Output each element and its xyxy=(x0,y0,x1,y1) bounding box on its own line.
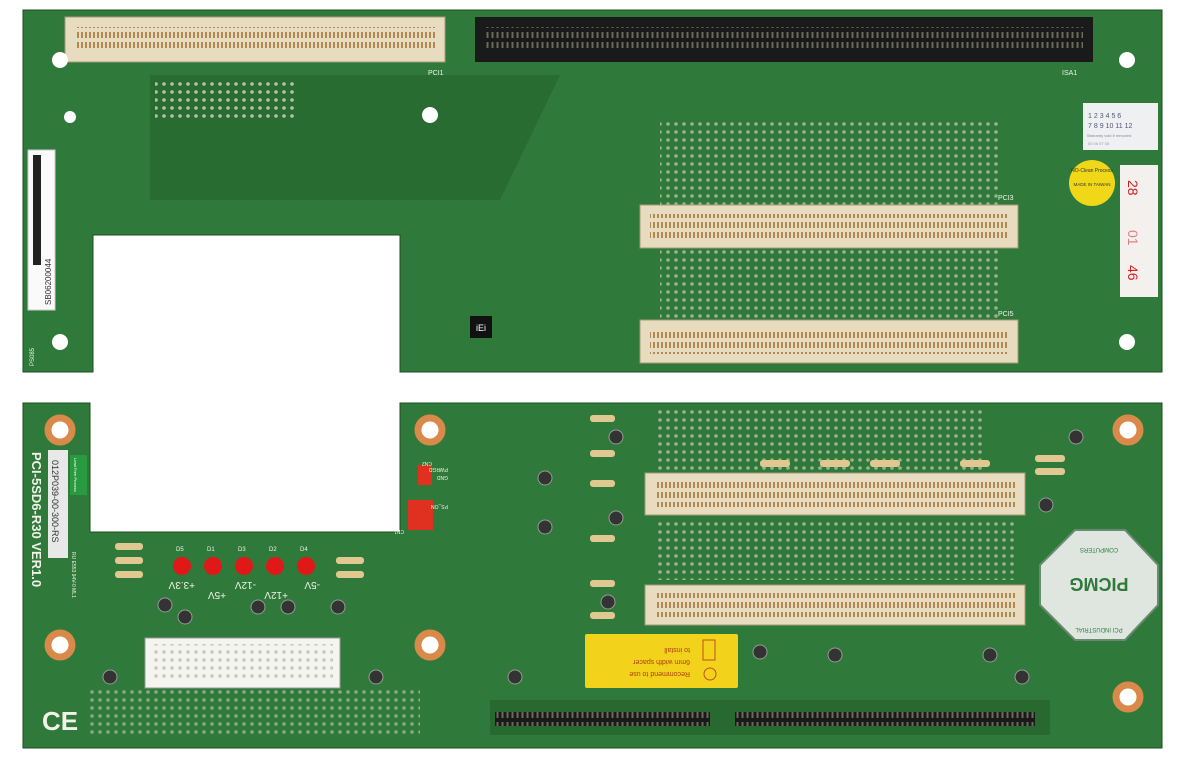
svg-text:D2: D2 xyxy=(269,547,277,553)
slot-label: PCI3 xyxy=(998,195,1014,202)
svg-text:D1: D1 xyxy=(207,547,215,553)
led-labels: D5 D1 D3 D2 D4 xyxy=(176,547,308,553)
mounting-hole xyxy=(52,52,1135,350)
voltage-labels: +3.3V +5V -12V +12V -5V xyxy=(168,579,320,600)
barcode-text: SB06200044 xyxy=(44,258,53,305)
svg-text:NO-Clean Process: NO-Clean Process xyxy=(1071,168,1113,174)
svg-text:012P039-00-300-RS: 012P039-00-300-RS xyxy=(50,460,60,543)
model-label: PCI-5SD6-R30 VER1.0 xyxy=(29,452,44,587)
svg-text:Recommend to use: Recommend to use xyxy=(629,670,690,677)
bottom-board: 012P039-00-300-RS Lead Free Process RU E… xyxy=(22,402,1163,749)
cn2-connector: CN2 PWRGD GND PS_ON xyxy=(418,460,448,509)
isa1-slot: ISA1 xyxy=(475,17,1093,77)
capacitors xyxy=(102,429,1084,685)
part-label: 012P039-00-300-RS Lead Free Process RU E… xyxy=(48,450,87,598)
picmg-logo: PICMG COMPUTERS PCI INDUSTRIAL xyxy=(1039,529,1159,641)
svg-text:Lead Free Process: Lead Free Process xyxy=(73,458,78,492)
svg-text:RU E553 94V-0 ML1: RU E553 94V-0 ML1 xyxy=(70,552,76,598)
svg-text:CN2: CN2 xyxy=(422,460,432,466)
barcode-sticker: SB06200044 xyxy=(27,149,56,311)
svg-text:1 2 3 4 5 6: 1 2 3 4 5 6 xyxy=(1088,113,1121,120)
svg-text:46: 46 xyxy=(1125,265,1141,281)
svg-text:iEi: iEi xyxy=(476,323,486,333)
svg-text:PWRGD: PWRGD xyxy=(428,466,448,472)
svg-text:D3: D3 xyxy=(238,547,246,553)
svg-text:28: 28 xyxy=(1125,180,1141,196)
svg-text:CN1: CN1 xyxy=(394,528,404,534)
led-row xyxy=(173,557,315,575)
pci-slot xyxy=(644,472,1026,516)
svg-text:01: 01 xyxy=(1125,230,1141,246)
svg-text:6mm width spacer: 6mm width spacer xyxy=(633,658,690,665)
pci-slot xyxy=(644,584,1026,626)
copper-mounting-hole xyxy=(44,414,1144,713)
slot-label: PCI5 xyxy=(998,311,1014,318)
svg-text:PS_ON: PS_ON xyxy=(431,503,448,509)
svg-text:COMPUTERS: COMPUTERS xyxy=(1080,546,1118,552)
svg-text:PICMG: PICMG xyxy=(1069,574,1128,594)
svg-text:+3.3V: +3.3V xyxy=(168,579,195,590)
cn1-connector: CN1 xyxy=(394,500,433,534)
resistors xyxy=(115,415,1065,619)
svg-text:-12V: -12V xyxy=(235,579,256,590)
svg-text:GND: GND xyxy=(437,474,449,480)
corner-label: PS085 xyxy=(30,347,36,366)
pci5-slot: PCI5 xyxy=(639,311,1019,364)
svg-text:to install: to install xyxy=(664,646,690,653)
svg-text:D4: D4 xyxy=(300,547,308,553)
slot-label: ISA1 xyxy=(1062,70,1077,77)
svg-text:-5V: -5V xyxy=(304,579,320,590)
svg-text:D5: D5 xyxy=(176,547,184,553)
pci1-slot: PCI1 xyxy=(64,16,446,77)
top-board: PCI1 ISA1 PCI3 PCI5 SB06200044 PS085 xyxy=(22,9,1163,373)
iei-logo: iEi xyxy=(470,316,492,338)
svg-text:Warranty void if removed: Warranty void if removed xyxy=(1087,133,1131,138)
ce-mark: CE xyxy=(42,706,78,736)
svg-text:+5V: +5V xyxy=(208,589,226,600)
svg-text:+12V: +12V xyxy=(264,589,288,600)
no-clean-sticker: NO-Clean Process MADE IN TAIWAN xyxy=(1069,160,1115,206)
svg-text:7 8 9 10 11 12: 7 8 9 10 11 12 xyxy=(1088,123,1132,130)
svg-text:05 06 07 08: 05 06 07 08 xyxy=(1088,141,1110,146)
date-sticker: 28 01 46 xyxy=(1120,165,1158,297)
pci3-slot: PCI3 xyxy=(639,195,1019,249)
svg-text:MADE IN TAIWAN: MADE IN TAIWAN xyxy=(1074,182,1111,187)
slot-label: PCI1 xyxy=(428,70,444,77)
warranty-sticker: 1 2 3 4 5 6 7 8 9 10 11 12 Warranty void… xyxy=(1083,103,1158,150)
atx-power-connector xyxy=(144,637,341,689)
svg-text:PCI INDUSTRIAL: PCI INDUSTRIAL xyxy=(1075,626,1123,632)
spacer-warning-label: to install 6mm width spacer Recommend to… xyxy=(585,634,738,688)
